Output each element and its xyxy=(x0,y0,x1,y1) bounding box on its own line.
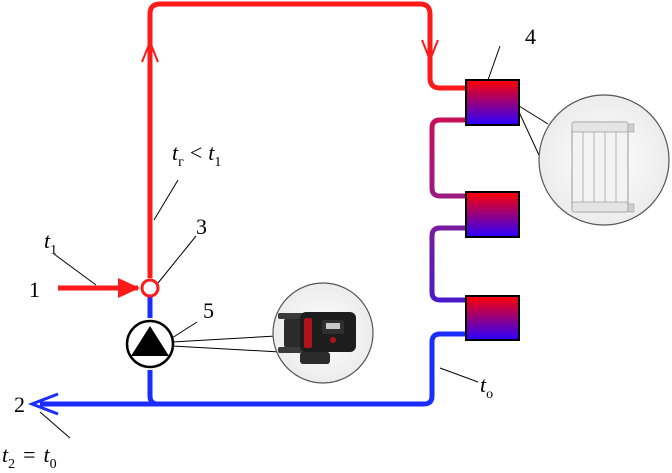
radiator-1 xyxy=(465,79,520,126)
radiator-photo-icon xyxy=(538,94,670,226)
radiator-3 xyxy=(465,295,520,341)
pump-icon xyxy=(125,319,175,369)
label-4: 4 xyxy=(525,24,536,49)
hot-supply-pipe xyxy=(58,1,468,291)
radiator-return-label: tо xyxy=(480,372,493,402)
label-2: 2 xyxy=(14,392,25,417)
top-down-flow-arrow xyxy=(421,39,439,63)
label-1: 1 xyxy=(29,277,40,302)
riser-flow-arrow xyxy=(141,39,159,63)
inlet-arrowhead xyxy=(118,278,140,298)
radiator-link-upper xyxy=(429,117,466,199)
leader-lines xyxy=(39,45,549,439)
label-5: 5 xyxy=(203,298,214,323)
outlet-arrowhead xyxy=(27,392,59,416)
mixed-supply-formula: tг<t1 xyxy=(172,140,221,170)
label-3: 3 xyxy=(196,214,207,239)
radiator-link-lower xyxy=(429,225,466,303)
inlet-temp-label: t1 xyxy=(44,228,57,258)
return-outlet-formula: t2=t0 xyxy=(2,442,57,472)
mixing-point xyxy=(140,278,160,298)
cold-return-pipe xyxy=(40,296,466,407)
radiator-2 xyxy=(465,191,520,238)
pump-photo-icon xyxy=(272,282,374,384)
